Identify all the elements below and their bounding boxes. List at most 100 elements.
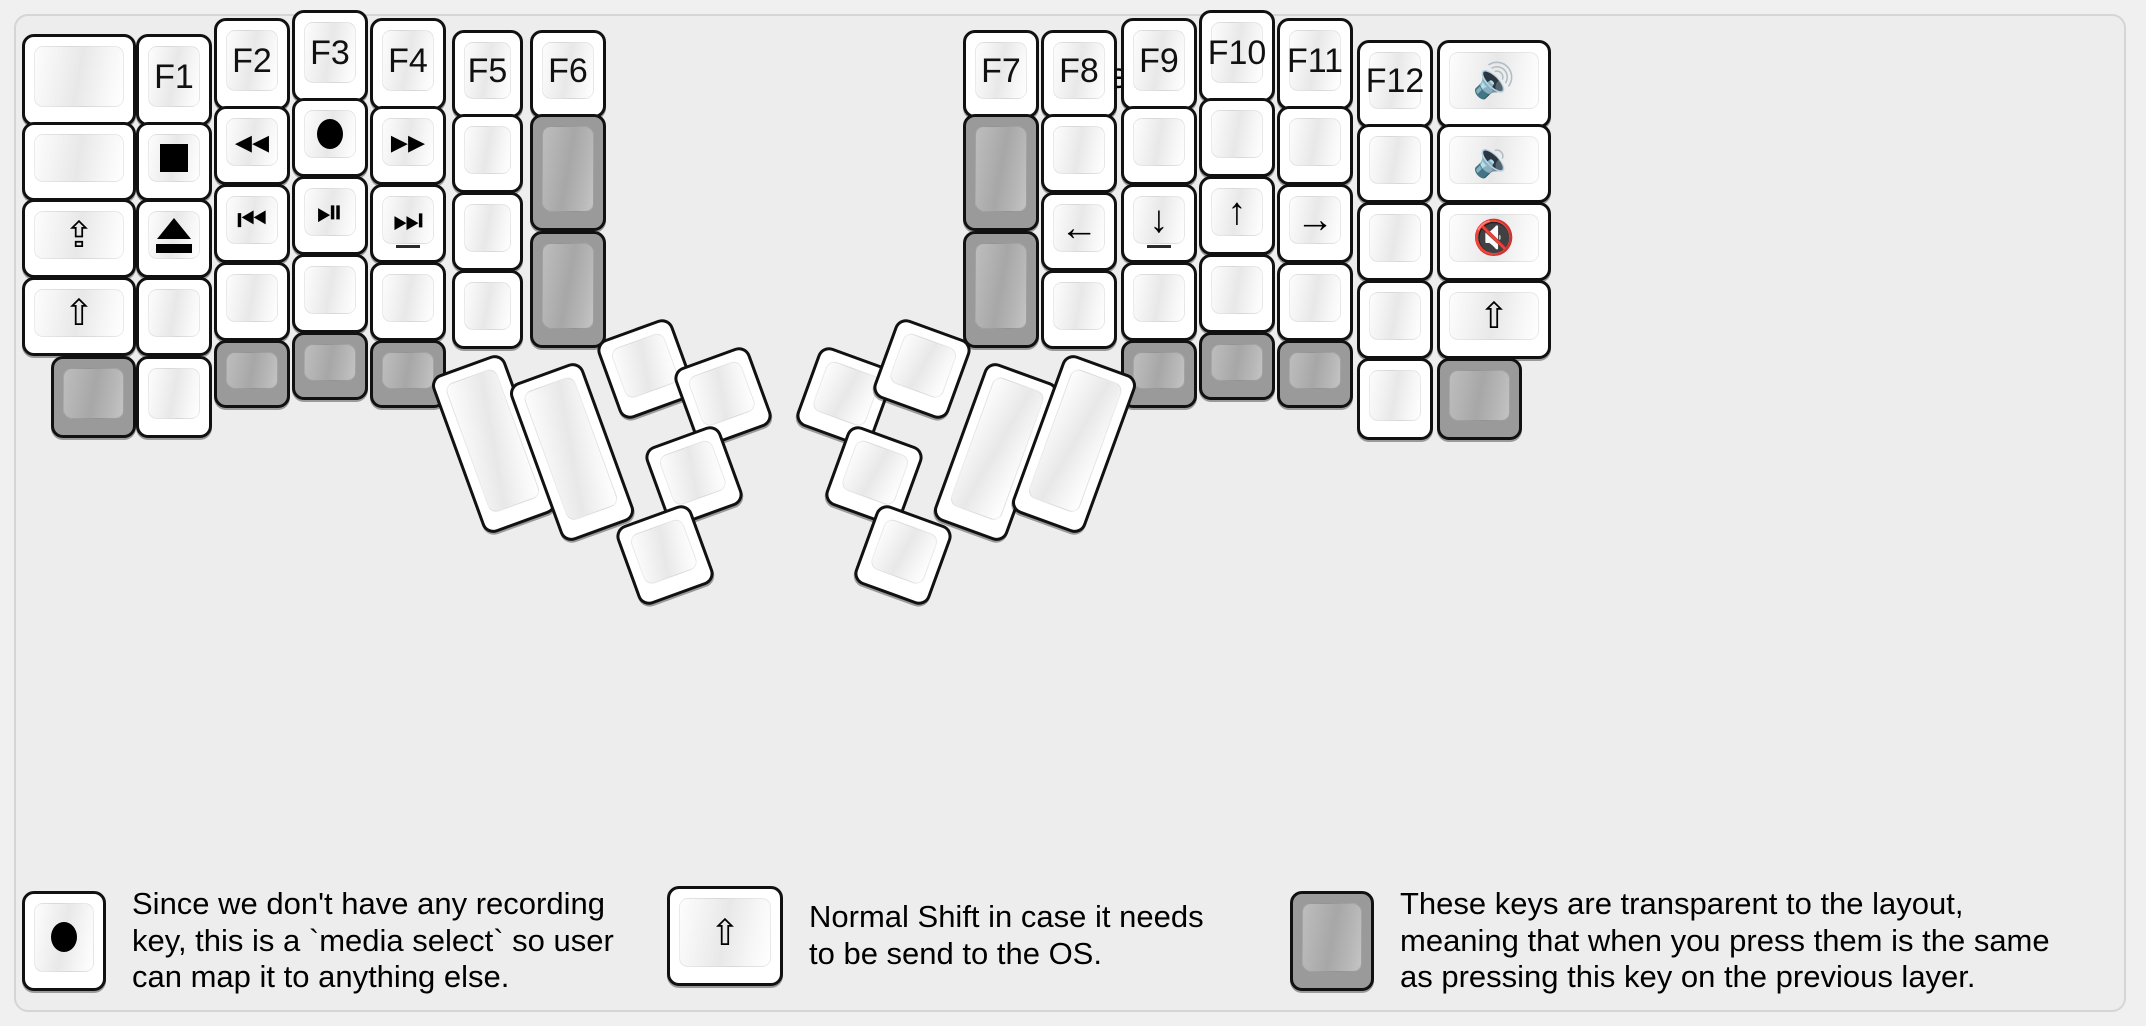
left-key-l-c3-r1[interactable]: F2 xyxy=(214,18,290,110)
keycap-surface xyxy=(382,352,434,389)
right-key-r-c1-r3[interactable] xyxy=(963,231,1039,348)
right-key-r-c3-r1[interactable]: F9 xyxy=(1121,18,1197,110)
right-key-r-c2-r3[interactable]: ← xyxy=(1041,192,1117,271)
keycap-surface xyxy=(609,331,681,401)
keycap-surface: F2 xyxy=(226,30,278,91)
record-icon xyxy=(317,119,343,149)
left-key-l-c2-r3[interactable] xyxy=(136,199,212,278)
left-key-l-c4-r3[interactable]: ⏯ xyxy=(292,176,368,255)
volume-mute-icon: 🔇 xyxy=(1472,219,1516,257)
left-key-l-c3-r3[interactable]: ⏮ xyxy=(214,184,290,263)
left-key-l-c5-r5[interactable] xyxy=(370,340,446,408)
left-key-l-c1-r5[interactable] xyxy=(51,356,136,438)
keycap-surface: F7 xyxy=(975,42,1027,99)
left-key-l-c7-r1[interactable]: F6 xyxy=(530,30,606,118)
right-key-r-c5-r2[interactable] xyxy=(1277,106,1353,185)
arrow-left-icon: ← xyxy=(1060,207,1098,249)
left-key-l-c2-r4[interactable] xyxy=(136,277,212,356)
right-key-r-c6-r2[interactable] xyxy=(1357,124,1433,203)
right-key-r-c5-r1[interactable]: F11 xyxy=(1277,18,1353,110)
keycap-surface xyxy=(226,352,278,389)
caps-lock-icon: ⇪ xyxy=(63,214,95,255)
left-key-l-c3-r4[interactable] xyxy=(214,262,290,341)
right-key-r-c4-r4[interactable] xyxy=(1199,254,1275,333)
legend-key-sample-3 xyxy=(1290,890,1374,991)
left-key-l-c1-r4[interactable]: ⇧ xyxy=(22,277,136,356)
left-key-l-c3-r5[interactable] xyxy=(214,340,290,408)
left-key-l-c4-r5[interactable] xyxy=(292,332,368,400)
left-key-l-c1-r2[interactable] xyxy=(22,122,136,201)
keycap-surface xyxy=(1289,118,1341,166)
right-key-r-c7-r4[interactable]: ⇧ xyxy=(1437,280,1551,359)
keycap-surface: F9 xyxy=(1133,30,1185,91)
right-key-r-c3-r5[interactable] xyxy=(1121,340,1197,408)
left-key-l-c1-r3[interactable]: ⇪ xyxy=(22,199,136,278)
left-key-l-c5-r1[interactable]: F4 xyxy=(370,18,446,110)
right-key-r-c3-r3[interactable]: ↓ xyxy=(1121,184,1197,263)
left-key-l-c7-r2[interactable] xyxy=(530,114,606,231)
right-key-r-c1-r1[interactable]: F7 xyxy=(963,30,1039,118)
left-key-l-c2-r2[interactable] xyxy=(136,122,212,201)
right-key-r-c4-r5[interactable] xyxy=(1199,332,1275,400)
legend-item-3: These keys are transparent to the layout… xyxy=(1290,886,2050,996)
right-key-r-c7-r5[interactable] xyxy=(1437,358,1522,440)
left-key-l-c4-r4[interactable] xyxy=(292,254,368,333)
keycap-surface xyxy=(148,211,200,259)
right-key-r-c7-r3[interactable]: 🔇 xyxy=(1437,202,1551,281)
keycap-surface xyxy=(226,274,278,322)
arrow-right-icon: → xyxy=(1296,199,1334,241)
left-key-l-c3-r2[interactable]: ◂◂ xyxy=(214,106,290,185)
right-key-r-c6-r5[interactable] xyxy=(1357,358,1433,440)
keycap-surface: 🔊 xyxy=(1449,52,1539,109)
right-key-r-c6-r4[interactable] xyxy=(1357,280,1433,359)
key-label: F7 xyxy=(981,51,1021,90)
underline-mark xyxy=(1147,245,1171,248)
keycap-surface xyxy=(542,243,594,329)
left-key-l-c6-r4[interactable] xyxy=(452,270,523,349)
right-key-r-c7-r1[interactable]: 🔊 xyxy=(1437,40,1551,128)
keycap-surface: F11 xyxy=(1287,30,1343,91)
left-key-l-c6-r1[interactable]: F5 xyxy=(452,30,523,118)
right-key-r-c5-r5[interactable] xyxy=(1277,340,1353,408)
legend-key-sample-1 xyxy=(22,890,106,991)
legend-text-2: Normal Shift in case it needs to be send… xyxy=(809,899,1204,971)
keycap-surface xyxy=(382,274,434,322)
right-key-r-c4-r3[interactable]: ↑ xyxy=(1199,176,1275,255)
keycap-surface xyxy=(542,126,594,212)
right-key-r-c3-r2[interactable] xyxy=(1121,106,1197,185)
right-key-r-c6-r1[interactable]: F12 xyxy=(1357,40,1433,128)
keycap-surface xyxy=(34,134,124,182)
left-key-l-c6-r3[interactable] xyxy=(452,192,523,271)
right-key-r-c5-r4[interactable] xyxy=(1277,262,1353,341)
right-key-r-c4-r2[interactable] xyxy=(1199,98,1275,177)
underline-mark xyxy=(396,245,420,248)
right-key-r-c5-r3[interactable]: → xyxy=(1277,184,1353,263)
play-pause-icon: ⏯ xyxy=(316,193,344,231)
key-label: F4 xyxy=(388,41,428,80)
right-key-r-c7-r2[interactable]: 🔉 xyxy=(1437,124,1551,203)
key-label: F3 xyxy=(310,33,350,72)
right-key-r-c2-r1[interactable]: F8 xyxy=(1041,30,1117,118)
left-key-l-c5-r2[interactable]: ▸▸ xyxy=(370,106,446,185)
previous-track-icon: ⏮ xyxy=(236,201,268,239)
left-key-l-c2-r1[interactable]: F1 xyxy=(136,34,212,126)
keycap-surface: ⏮ xyxy=(226,196,278,244)
left-key-l-c4-r1[interactable]: F3 xyxy=(292,10,368,102)
left-key-l-c2-r5[interactable] xyxy=(136,356,212,438)
right-key-r-c4-r1[interactable]: F10 xyxy=(1199,10,1275,102)
left-key-l-c4-r2[interactable] xyxy=(292,98,368,177)
right-key-r-c2-r4[interactable] xyxy=(1041,270,1117,349)
keycap-surface: ▸▸ xyxy=(382,118,434,166)
right-key-r-c1-r2[interactable] xyxy=(963,114,1039,231)
right-key-r-c3-r4[interactable] xyxy=(1121,262,1197,341)
left-key-l-c6-r2[interactable] xyxy=(452,114,523,193)
next-track-icon: ⏭ xyxy=(392,201,424,239)
keycap-surface: F10 xyxy=(1208,22,1266,83)
left-key-l-c5-r4[interactable] xyxy=(370,262,446,341)
right-key-r-c6-r3[interactable] xyxy=(1357,202,1433,281)
left-key-l-c7-r3[interactable] xyxy=(530,231,606,348)
left-key-l-c1-r1[interactable] xyxy=(22,34,136,126)
keycap-surface: F6 xyxy=(542,42,594,99)
right-key-r-c2-r2[interactable] xyxy=(1041,114,1117,193)
left-key-l-c5-r3[interactable]: ⏭ xyxy=(370,184,446,263)
